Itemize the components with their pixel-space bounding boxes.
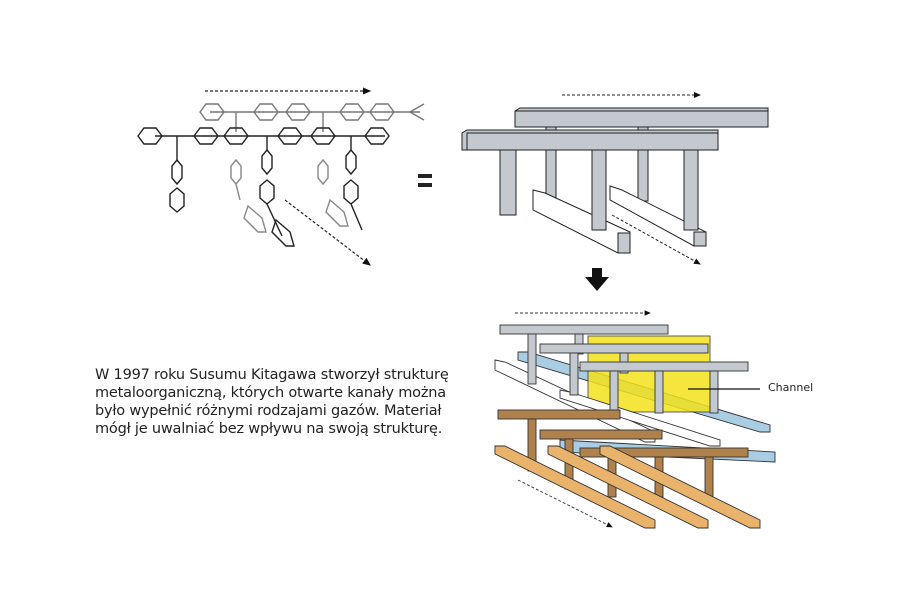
caption-text: W 1997 roku Susumu Kitagawa stworzył str… bbox=[95, 366, 475, 438]
direction-arrow-diagonal bbox=[517, 479, 613, 528]
channel-label: Channel bbox=[768, 381, 814, 394]
benzene-ring bbox=[199, 103, 395, 121]
molecular-structure bbox=[137, 87, 425, 266]
simplified-beam-model bbox=[461, 92, 769, 265]
caption-line: było wypełnić różnymi rodzajami gazów. M… bbox=[95, 403, 442, 419]
benzene-ring bbox=[137, 127, 390, 145]
equals-sign bbox=[418, 174, 432, 187]
direction-arrow-diagonal bbox=[611, 214, 701, 265]
framework-model bbox=[494, 310, 776, 529]
caption-line: W 1997 roku Susumu Kitagawa stworzył str… bbox=[95, 367, 449, 383]
caption-line: metaloorganiczną, których otwarte kanały… bbox=[95, 385, 446, 401]
direction-arrow-diagonal bbox=[284, 199, 371, 266]
caption-line: mógł je uwalniać bez wpływu na swoją str… bbox=[95, 421, 443, 437]
down-arrow-icon bbox=[585, 268, 609, 291]
